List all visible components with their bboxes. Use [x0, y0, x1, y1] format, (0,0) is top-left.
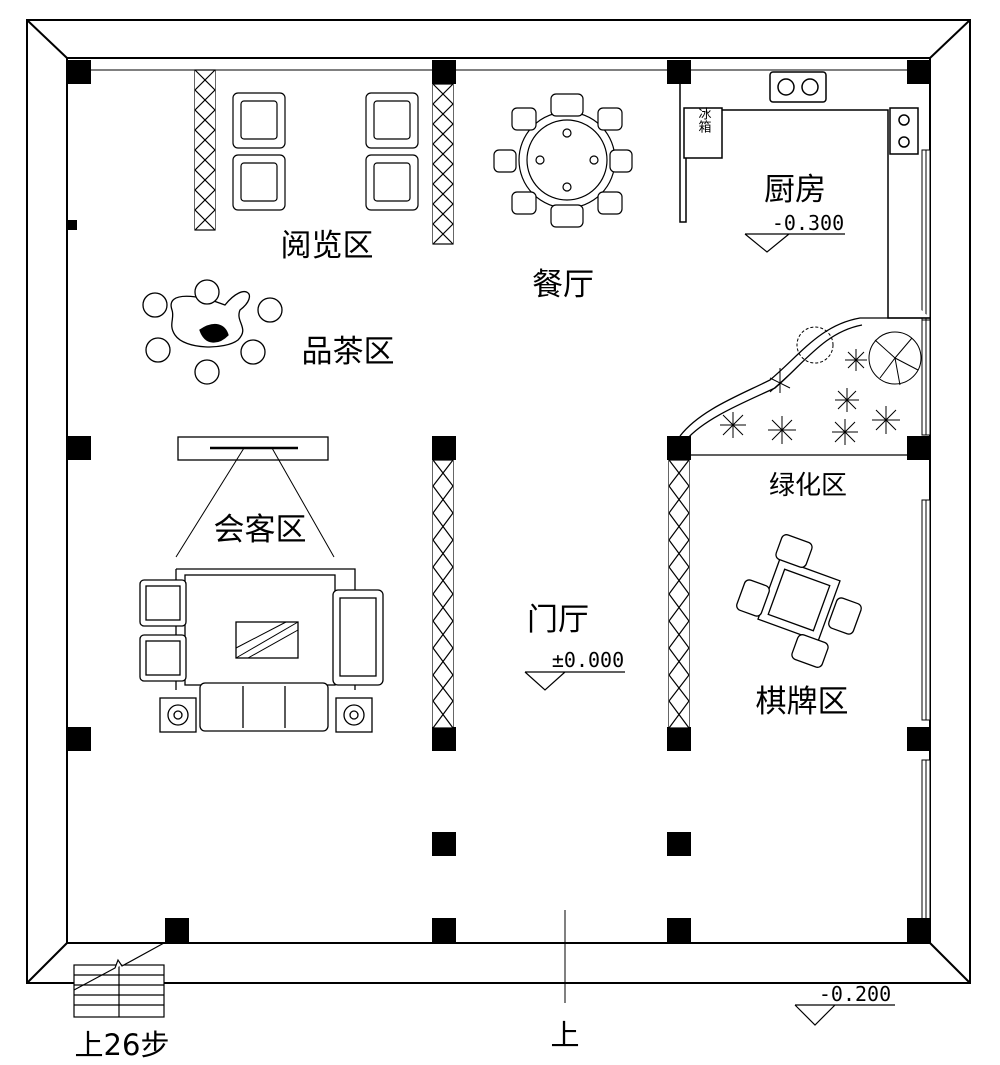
room-label-kitchen: 厨房 — [764, 172, 826, 208]
level-kitchen: -0.300 — [772, 211, 844, 235]
garden-area — [679, 317, 930, 456]
windows — [921, 149, 931, 921]
room-label-dining: 餐厅 — [532, 267, 594, 303]
room-label-garden: 绿化区 — [769, 471, 847, 501]
level-outside: -0.200 — [819, 982, 891, 1006]
stairs — [73, 942, 165, 1018]
level-hall: ±0.000 — [552, 648, 624, 672]
stairs-label: 上26步 — [75, 1028, 170, 1062]
lattice-partitions — [194, 69, 690, 729]
kitchen-fixtures — [679, 71, 930, 319]
card-table — [736, 534, 862, 668]
reception-furniture — [139, 436, 384, 733]
fridge-label: 冰箱 — [696, 107, 712, 133]
level-marker-symbols — [524, 233, 895, 1026]
reading-armchairs — [232, 92, 419, 211]
room-label-reading: 阅览区 — [281, 228, 374, 264]
tea-table — [142, 279, 283, 385]
room-label-tea: 品茶区 — [302, 334, 395, 370]
room-label-cards: 棋牌区 — [756, 684, 849, 720]
columns — [67, 60, 931, 942]
room-label-hall: 门厅 — [527, 602, 589, 638]
entrance-label: 上 — [550, 1018, 579, 1052]
dining-table — [493, 93, 633, 228]
room-label-reception: 会客区 — [214, 512, 307, 548]
plant-icon — [720, 326, 922, 445]
